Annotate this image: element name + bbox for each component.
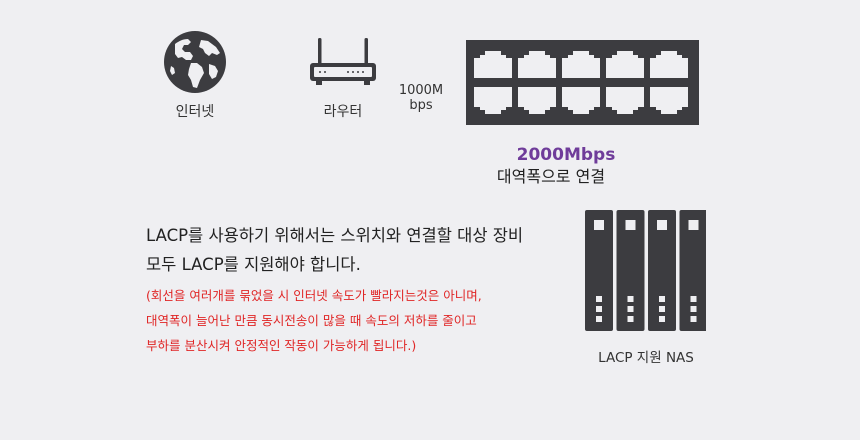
internet-label: 인터넷 [175,104,215,120]
lacp-requirement-line-2: 모두 LACP를 지원해야 합니다. [146,255,361,274]
switch-port [650,87,688,114]
switch-port [650,51,688,78]
lacp-note-line-1: (회선을 여러개를 묶었을 시 인터넷 속도가 빨라지는것은 아니며, [146,288,482,303]
switch-port [606,51,644,78]
switch-port [474,87,512,114]
link-speed-label: 1000M bps [393,83,449,113]
switch-ports [474,51,688,114]
lacp-note: (회선을 여러개를 묶었을 시 인터넷 속도가 빨라지는것은 아니며, 대역폭이… [146,283,566,358]
globe-icon [164,31,226,93]
nas-drive-bay [648,210,676,331]
lacp-note-line-3: 부하를 분산시켜 안정적인 작동이 가능하게 됩니다.) [146,338,417,353]
switch-description: 대역폭으로 연결 [496,167,606,186]
nas-drive-bay [679,210,706,331]
lacp-requirement-text: LACP를 사용하기 위해서는 스위치와 연결할 대상 장비 모두 LACP를 … [146,221,546,279]
switch-port [562,51,600,78]
switch-speed: 2000Mbps [516,145,616,165]
switch-port [474,51,512,78]
link-speed-unit: bps [409,98,433,113]
switch-port [562,87,600,114]
lacp-note-line-2: 대역폭이 늘어난 만큼 동시전송이 많을 때 속도의 저하를 줄이고 [146,313,477,328]
router-label: 라우터 [323,104,363,120]
switch-port [518,51,556,78]
lacp-requirement-line-1: LACP를 사용하기 위해서는 스위치와 연결할 대상 장비 [146,226,524,245]
link-speed-value: 1000M [398,83,444,98]
nas-label: LACP 지원 NAS [598,350,694,366]
nas-icon [585,210,706,331]
network-switch-icon [466,40,699,125]
nas-drive-bay [585,210,613,331]
router-icon [310,38,376,85]
switch-port [518,87,556,114]
nas-drive-bay [616,210,645,331]
switch-port [606,87,644,114]
